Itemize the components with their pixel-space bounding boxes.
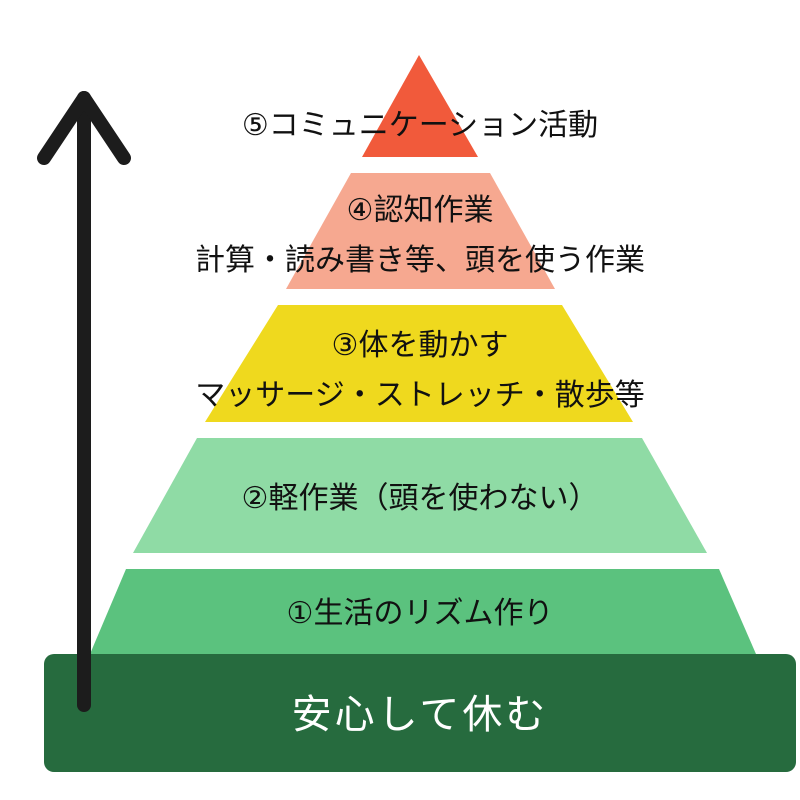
base-box [44, 654, 796, 772]
level-3-detail: マッサージ・ストレッチ・散歩等 [195, 378, 644, 413]
pyramid-level-1 [90, 569, 756, 654]
base-label: 安心して休む [292, 692, 549, 738]
level-4-detail: 計算・読み書き等、頭を使う作業 [195, 243, 645, 278]
level-3-title: ③体を動かす [332, 328, 509, 363]
pyramid-level-5 [362, 55, 478, 157]
pyramid-level-3 [205, 305, 633, 422]
pyramid-level-2 [133, 438, 707, 553]
level-4-title: ④認知作業 [347, 193, 494, 228]
level-5-label: ⑤コミュニケーション活動 [242, 108, 598, 143]
level-1-label: ①生活のリズム作り [287, 596, 554, 631]
up-arrow-icon [37, 91, 131, 712]
level-2-label: ②軽作業（頭を使わない） [242, 481, 599, 516]
pyramid-level-4 [286, 173, 555, 289]
